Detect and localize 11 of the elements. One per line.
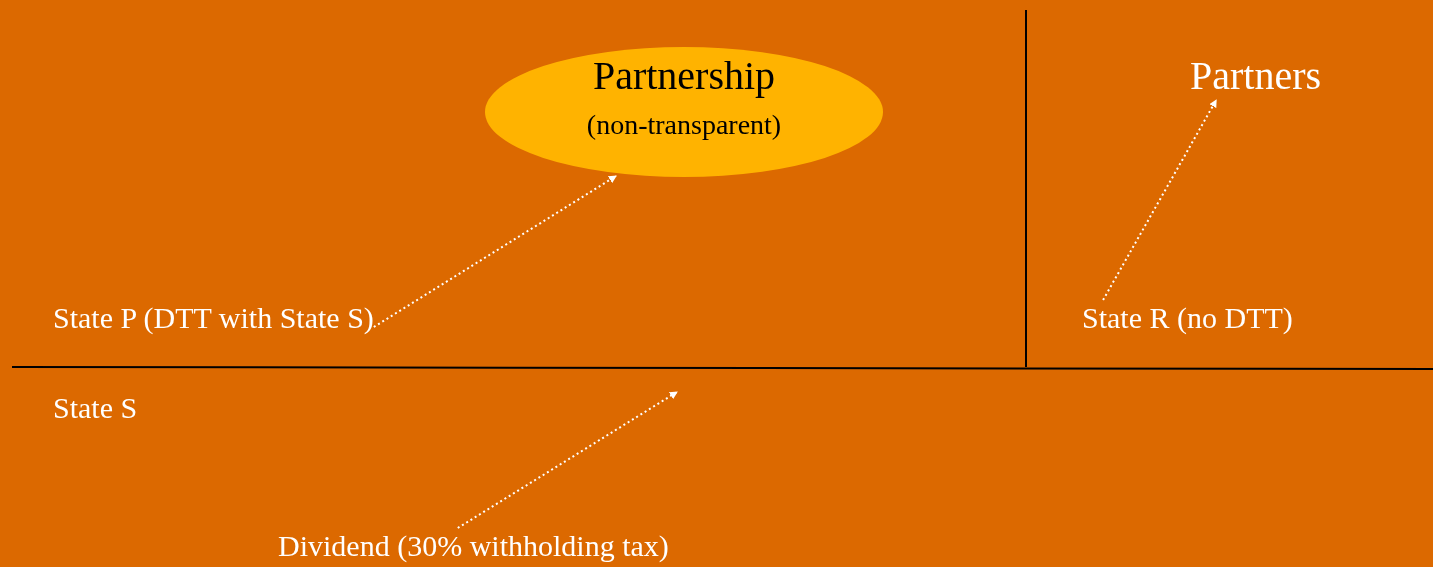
party-label: Partners xyxy=(1190,52,1322,100)
region-label: State S xyxy=(53,390,138,426)
arrow xyxy=(372,175,617,328)
income-label: Dividend (30% withholding tax) xyxy=(278,528,669,564)
entity-name: Partnership xyxy=(591,52,777,100)
arrow xyxy=(456,391,678,529)
entity-ellipse xyxy=(484,46,884,178)
arrow xyxy=(1102,99,1218,301)
region-label: State P (DTT with State S) xyxy=(53,300,374,336)
region-label: State R (no DTT) xyxy=(1082,300,1293,336)
entity-note: (non-transparent) xyxy=(585,108,783,142)
